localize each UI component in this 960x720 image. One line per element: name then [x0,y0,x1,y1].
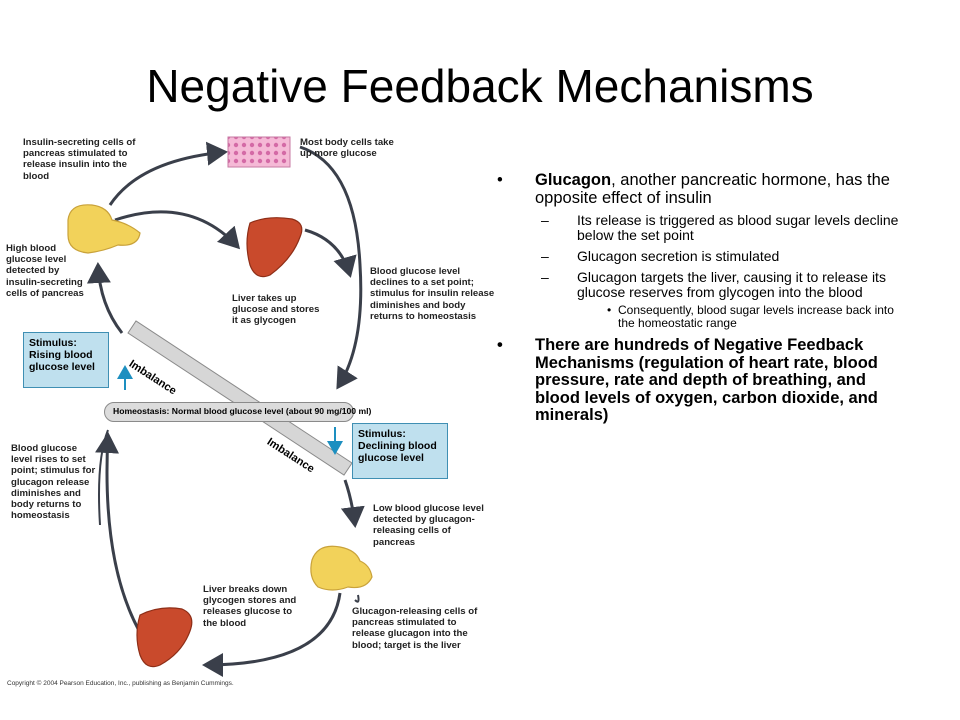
sub-bullet-3-text: Glucagon targets the liver, causing it t… [577,269,886,300]
bullet-glucagon-bold: Glucagon [535,171,612,189]
bullet-marker: • [607,303,612,317]
arrow-pancreas-to-liver [114,210,241,250]
bullet-hundreds: • There are hundreds of Negative Feedbac… [497,336,907,425]
arrow-liver-to-declines [304,228,357,278]
label-liver-takes-up: Liver takes up glucose and stores it as … [232,293,320,327]
dash-marker: – [541,269,549,285]
liver-bottom-image [136,607,193,668]
pancreas-bottom-image [310,545,373,591]
slide-title: Negative Feedback Mechanisms [146,60,814,112]
diagram-graphics [67,136,373,677]
arrow-imbalance-to-low [340,479,365,528]
arrow-pancreas-to-glucagon-cells [354,594,360,603]
body-cells-image [227,136,291,168]
arrow-stimulus-to-detect [86,262,124,334]
feedback-diagram: Insulin-secreting cells of pancreas stim… [0,125,500,695]
dash-marker: – [541,248,549,264]
sub-bullet-3: – Glucagon targets the liver, causing it… [497,270,907,300]
arrow-glucagon-to-liver [202,592,342,677]
bullet-hundreds-text: There are hundreds of Negative Feedback … [535,336,878,424]
bullet-glucagon: • Glucagon, another pancreatic hormone, … [497,171,907,207]
arrow-pancreas-to-cells [108,141,228,206]
liver-top-image [246,217,303,278]
stimulus-declining-box: Stimulus: Declining blood glucose level [352,423,448,479]
bullet-list: • Glucagon, another pancreatic hormone, … [497,171,907,431]
homeostasis-bar: Homeostasis: Normal blood glucose level … [104,402,371,422]
sub-sub-bullet-1-text: Consequently, blood sugar levels increas… [618,303,894,330]
sub-bullet-2-text: Glucagon secretion is stimulated [577,248,780,264]
bullet-marker: • [497,171,503,189]
label-high-glucose: High blood glucose level detected by ins… [6,243,84,299]
label-insulin-cells: Insulin-secreting cells of pancreas stim… [23,137,136,182]
sub-bullet-1: – Its release is triggered as blood suga… [497,213,907,243]
pancreas-top-image [67,204,141,254]
dash-marker: – [541,212,549,228]
label-glucagon-cells: Glucagon-releasing cells of pancreas sti… [352,606,478,651]
imbalance-band [127,320,353,476]
label-body-cells: Most body cells take up more glucose [300,137,394,160]
label-declines: Blood glucose level declines to a set po… [370,266,495,322]
sub-bullet-1-text: Its release is triggered as blood sugar … [577,212,899,243]
arrow-rises-to-homeostasis [98,429,109,526]
label-low-glucose: Low blood glucose level detected by gluc… [373,503,484,548]
bullet-marker: • [497,336,503,354]
label-rises: Blood glucose level rises to set point; … [11,443,96,522]
label-liver-breaks: Liver breaks down glycogen stores and re… [203,584,297,629]
sub-bullet-2: – Glucagon secretion is stimulated [497,249,907,264]
copyright-note: Copyright © 2004 Pearson Education, Inc.… [7,680,234,687]
sub-sub-bullet-1: • Consequently, blood sugar levels incre… [497,304,907,329]
bullet-glucagon-text: , another pancreatic hormone, has the op… [535,171,890,207]
stimulus-rising-box: Stimulus: Rising blood glucose level [23,332,109,388]
arrow-body-to-homeostasis [299,145,363,390]
